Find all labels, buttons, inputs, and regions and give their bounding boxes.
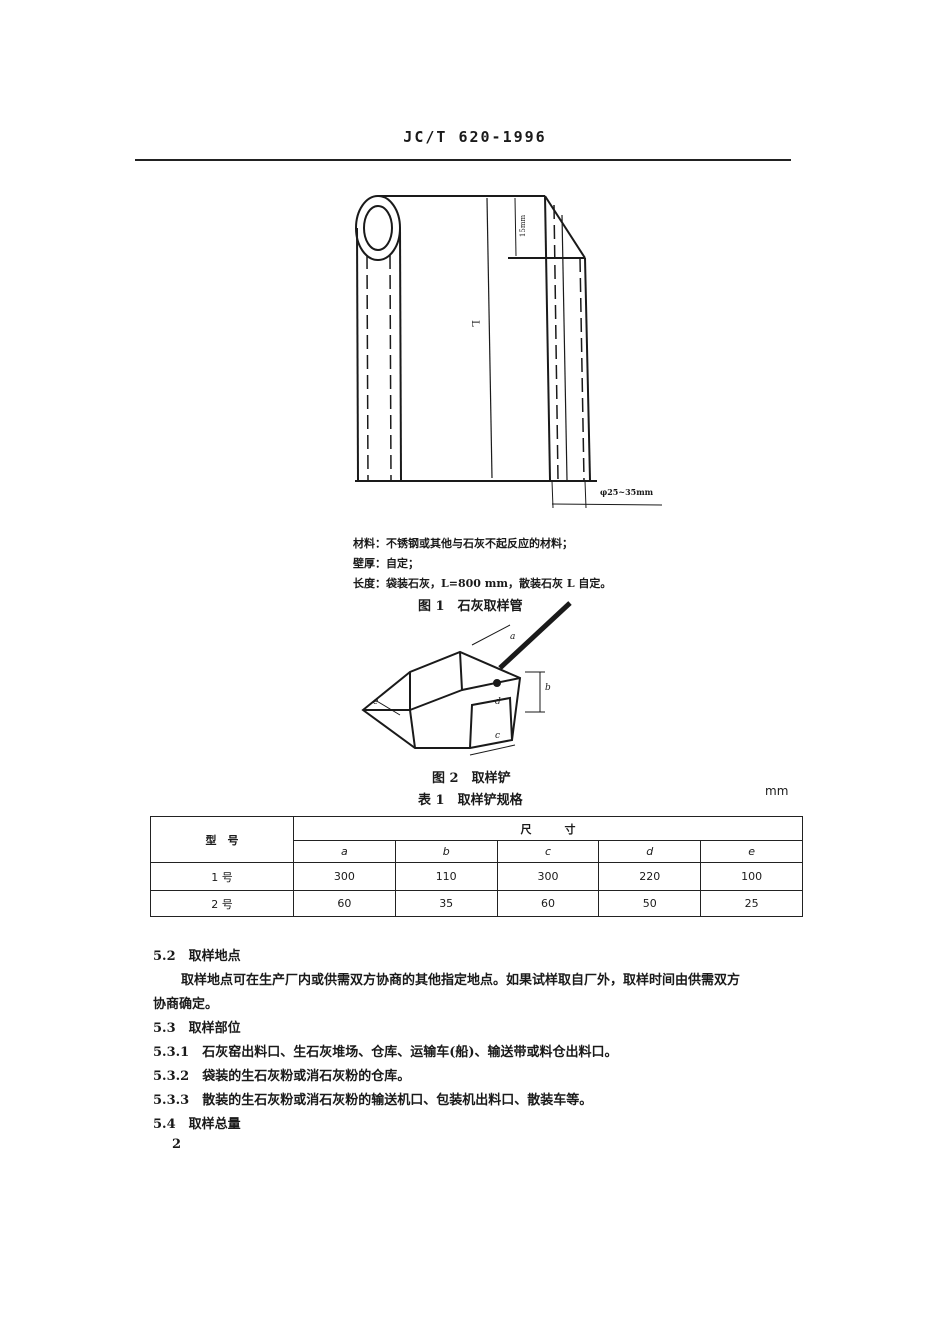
cell: 300 — [293, 862, 396, 891]
dimension-label-diameter: φ25~35mm — [600, 487, 654, 497]
cell: 35 — [394, 890, 498, 917]
section-5-4: 5.4 取样总量 — [153, 1117, 241, 1132]
section-5-2: 5.2 取样地点 — [153, 949, 241, 964]
shovel-label-d: d — [495, 697, 501, 707]
subheader-e: e — [700, 840, 803, 863]
cell: 60 — [293, 890, 396, 917]
cell-model: 2 号 — [150, 890, 294, 917]
cell: 50 — [598, 890, 702, 917]
dimension-label-15mm: 15mm — [519, 214, 528, 238]
cell: 300 — [496, 862, 600, 891]
subheader-c: c — [496, 840, 600, 863]
figure1-note-length: 长度：袋装石灰，L=800 mm，散装石灰 L 自定。 — [353, 577, 612, 590]
subheader-a: a — [293, 840, 396, 863]
figure2-caption: 图 2 取样铲 — [432, 771, 511, 786]
tube-inner-end — [363, 205, 393, 251]
cell: 25 — [700, 890, 803, 917]
cell-model: 1 号 — [150, 862, 294, 891]
figure1-note-wall: 壁厚：自定； — [353, 557, 419, 570]
section-5-3: 5.3 取样部位 — [153, 1021, 241, 1036]
table-row: 2 号 60 35 60 50 25 — [150, 890, 803, 917]
cell: 100 — [700, 862, 803, 891]
shovel-label-c: c — [495, 731, 501, 741]
sampling-tube-drawing — [355, 195, 663, 509]
cell: 110 — [394, 862, 498, 891]
header-model: 型 号 — [150, 816, 294, 863]
shovel-label-e: e — [373, 697, 379, 707]
standard-number-header: JC/T 620-1996 — [403, 128, 547, 146]
shovel-spec-table: 型 号 尺 寸 a b c d e 1 号 300 110 300 220 10… — [150, 816, 803, 917]
section-5-3-2: 5.3.2 袋装的生石灰粉或消石灰粉的仓库。 — [153, 1069, 411, 1084]
section-5-3-3: 5.3.3 散装的生石灰粉或消石灰粉的输送机口、包装机出料口、散装车等。 — [153, 1093, 593, 1108]
header-size: 尺 寸 — [293, 816, 803, 841]
subheader-b: b — [394, 840, 498, 863]
header-rule — [135, 159, 791, 161]
figure1-caption: 图 1 石灰取样管 — [418, 599, 523, 614]
table1-unit: mm — [765, 784, 789, 798]
cell: 60 — [496, 890, 600, 917]
page-number: 2 — [172, 1137, 182, 1152]
section-5-3-1: 5.3.1 石灰窑出料口、生石灰堆场、仓库、运输车(船)、输送带或料仓出料口。 — [153, 1045, 618, 1060]
shovel-label-b: b — [545, 683, 551, 693]
section-5-2-paragraph-cont: 协商确定。 — [153, 997, 219, 1012]
figure1-note-material: 材料：不锈钢或其他与石灰不起反应的材料； — [353, 537, 573, 550]
table-row: 1 号 300 110 300 220 100 — [150, 862, 803, 891]
table1-title: 表 1 取样铲规格 — [418, 793, 523, 808]
sampling-shovel-drawing — [361, 601, 572, 756]
shovel-label-a: a — [510, 632, 516, 642]
cell: 220 — [598, 862, 702, 891]
section-5-2-paragraph: 取样地点可在生产厂内或供需双方协商的其他指定地点。如果试样取自厂外，取样时间由供… — [181, 973, 741, 988]
dimension-label-L: L — [468, 320, 480, 327]
subheader-d: d — [598, 840, 702, 863]
